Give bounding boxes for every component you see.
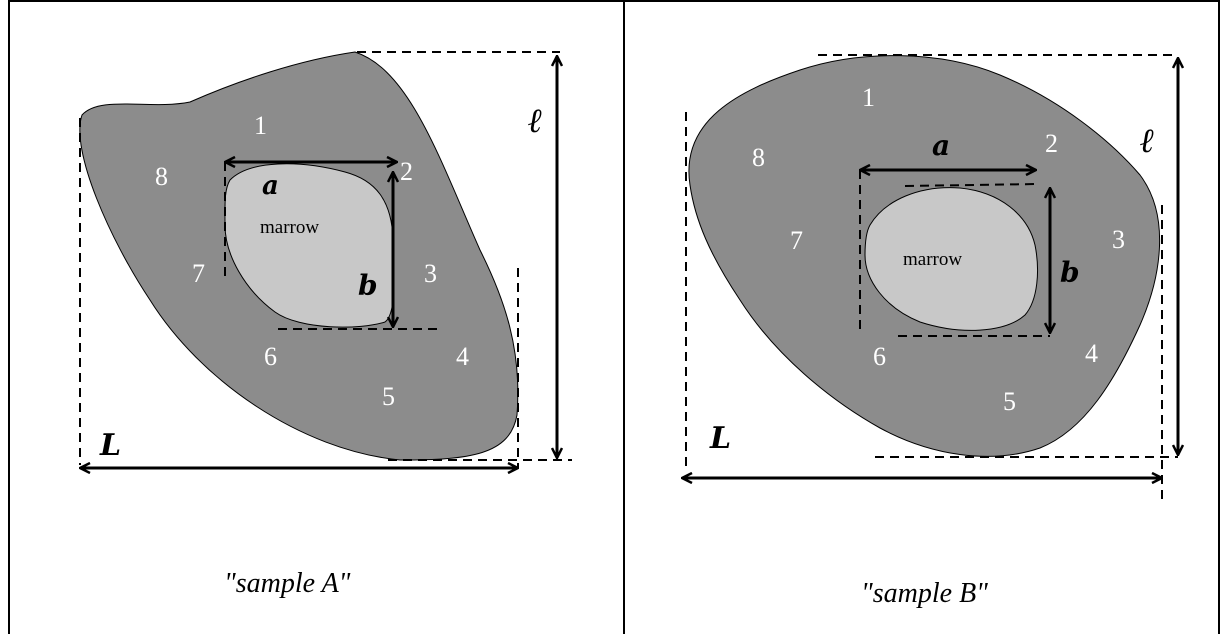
sample-a-section-4: 4 bbox=[456, 342, 469, 371]
sample-b-dim-a: a bbox=[932, 129, 950, 162]
sample-b-section-1: 1 bbox=[862, 83, 875, 112]
sample-a-section-8: 8 bbox=[155, 162, 168, 191]
sample-a-dim-l: ℓ bbox=[528, 101, 543, 141]
sample-b-section-4: 4 bbox=[1085, 339, 1098, 368]
sample-b-marrow-top-dashed bbox=[904, 183, 1039, 187]
sample-b-dim-b: b bbox=[1060, 256, 1080, 289]
sample-b-dim-l: ℓ bbox=[1140, 121, 1155, 161]
sample-b-section-5: 5 bbox=[1003, 387, 1016, 416]
sample-b-diagram: marrow a b ℓ L 1 2 3 4 5 6 7 8 bbox=[682, 54, 1178, 500]
sample-b-section-7: 7 bbox=[790, 226, 803, 255]
sample-a-diagram: marrow a b ℓ L 1 2 3 4 5 6 7 8 bbox=[79, 51, 572, 468]
sample-b-marrow-label: marrow bbox=[903, 249, 962, 270]
sample-b-section-2: 2 bbox=[1045, 129, 1058, 158]
sample-b-section-6: 6 bbox=[873, 342, 886, 371]
sample-a-section-5: 5 bbox=[382, 382, 395, 411]
column-divider bbox=[623, 0, 625, 634]
sample-a-dim-L: L bbox=[99, 428, 121, 463]
table-frame bbox=[8, 0, 1220, 634]
sample-a-section-6: 6 bbox=[264, 342, 277, 371]
sample-b-dim-L: L bbox=[709, 421, 731, 456]
sample-a-marrow-label: marrow bbox=[260, 217, 319, 238]
sample-a-dim-a: a bbox=[262, 171, 279, 201]
sample-a-caption: "sample A" bbox=[224, 568, 351, 599]
sample-b-section-8: 8 bbox=[752, 143, 765, 172]
sample-a-section-2: 2 bbox=[400, 157, 413, 186]
sample-a-section-7: 7 bbox=[192, 259, 205, 288]
sample-a-section-3: 3 bbox=[424, 259, 437, 288]
sample-b-marrow bbox=[864, 187, 1039, 331]
sample-a-marrow bbox=[224, 163, 395, 328]
sample-b-section-3: 3 bbox=[1112, 225, 1125, 254]
sample-a-section-1: 1 bbox=[254, 111, 267, 140]
sample-b-caption: "sample B" bbox=[861, 578, 988, 609]
sample-a-dim-b: b bbox=[358, 269, 378, 302]
